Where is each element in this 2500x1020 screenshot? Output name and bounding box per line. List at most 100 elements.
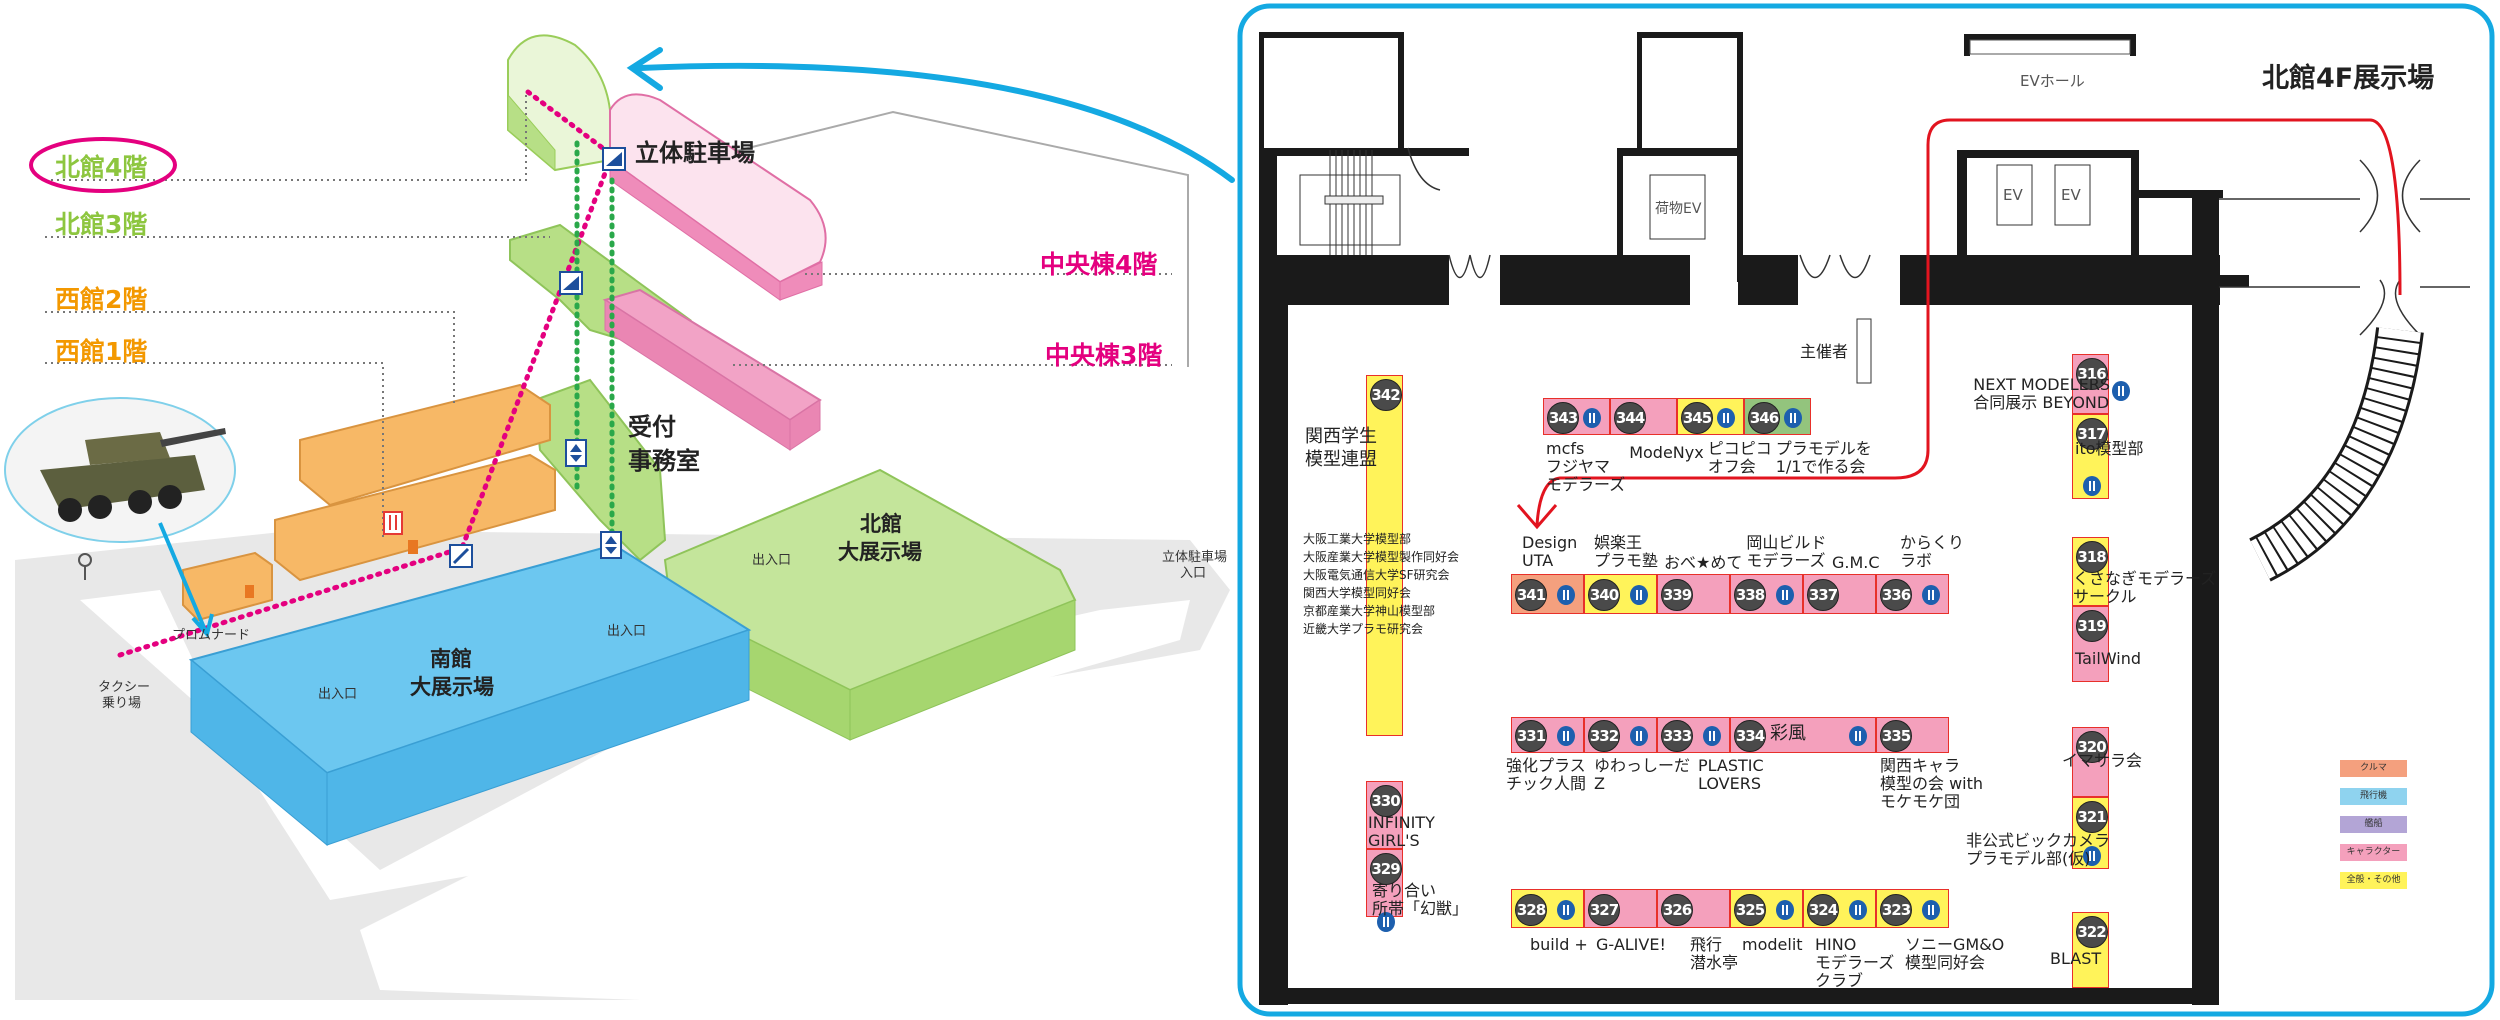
booth-number: 327 [1588, 893, 1620, 926]
booth-327[interactable]: 327 [1584, 889, 1657, 928]
floor-label-central-3f[interactable]: 中央棟3階 [1045, 341, 1163, 370]
booth-317[interactable]: 317 [2072, 414, 2109, 499]
booth-320[interactable]: 320 [2072, 727, 2109, 797]
booth-342[interactable]: 342 [1366, 375, 1403, 736]
booth-325[interactable]: 325 [1730, 889, 1803, 928]
booth-331[interactable]: 331 [1511, 717, 1584, 753]
booth-339[interactable]: 339 [1657, 574, 1730, 614]
booth-341[interactable]: 341 [1511, 574, 1584, 614]
booth-name-line: フジヤマ [1546, 457, 1611, 476]
booth-number: 344 [1614, 401, 1646, 434]
legend-item: 艦船 [2340, 816, 2407, 833]
booth-name-line: ModeNyx [1629, 443, 1704, 462]
booth-number: 323 [1880, 893, 1912, 926]
booth-number: 335 [1880, 720, 1912, 752]
taxi-label-2: 乗り場 [102, 696, 142, 711]
booth-number: 337 [1807, 579, 1839, 611]
floor-label-north-3f[interactable]: 北館3階 [55, 210, 148, 239]
booth-name-line: プラモデルを [1775, 439, 1872, 458]
south-hall-walls [190, 629, 750, 847]
booth-number: 333 [1661, 720, 1693, 752]
booth-336[interactable]: 336 [1876, 574, 1949, 614]
floor-label-central-4f[interactable]: 中央棟4階 [1040, 250, 1158, 279]
booth-name-line: PLASTIC [1698, 756, 1764, 775]
booth-name-line: オフ会 [1707, 457, 1756, 476]
booth-name: おべ★めて [1664, 554, 1742, 572]
route-green [574, 140, 615, 548]
blue-marker-icon [1376, 912, 1395, 932]
booth-332[interactable]: 332 [1584, 717, 1657, 753]
floor-label-west-2f[interactable]: 西館2階 [55, 285, 148, 314]
booth-328[interactable]: 328 [1511, 889, 1584, 928]
university-item: 大阪電気通信大学SF研究会 [1303, 568, 1450, 582]
booth-name-line: ラボ [1900, 551, 1933, 570]
legend-item: 飛行機 [2340, 788, 2407, 805]
booth-number: 328 [1515, 893, 1547, 926]
booth-344[interactable]: 344 [1610, 398, 1677, 435]
blue-marker-icon [1922, 585, 1940, 605]
floor-label-north-4f[interactable]: 北館4階 [55, 153, 148, 182]
booth-name: 彩風 [1770, 725, 1806, 743]
booth-345[interactable]: 345 [1677, 398, 1744, 435]
booth-337[interactable]: 337 [1803, 574, 1876, 614]
ev-label: EV [2003, 186, 2023, 204]
booth-330[interactable]: 330 [1366, 781, 1403, 849]
booth-number: 331 [1515, 720, 1547, 752]
booth-name-line: クラブ [1815, 971, 1864, 990]
organizer-desk [1856, 318, 1872, 384]
booth-name-line: チック人間 [1506, 774, 1587, 793]
booth-number: 318 [2075, 541, 2108, 573]
booth-number: 322 [2075, 916, 2108, 948]
reception-label-1: 受付 [628, 413, 676, 441]
booth-322[interactable]: 322 [2072, 912, 2109, 988]
booth-name-line: 娯楽王 [1594, 533, 1643, 552]
booth-333[interactable]: 333 [1657, 717, 1730, 753]
south-hall-label-1: 南館 [430, 647, 472, 671]
ev-hall-label: EVホール [2020, 72, 2085, 90]
floor-label-west-1f[interactable]: 西館1階 [55, 337, 148, 366]
booth-name: BLAST [2050, 950, 2101, 968]
booth-343[interactable]: 343 [1543, 398, 1610, 435]
booth-340[interactable]: 340 [1584, 574, 1657, 614]
booth-name-line: modelit [1742, 935, 1803, 954]
booth-name-line: Z [1594, 774, 1605, 793]
booth-name-line: 潜水亭 [1690, 953, 1739, 972]
booth-name-line: G-ALIVE! [1596, 935, 1666, 954]
route-magenta [117, 89, 616, 658]
central-3f-building [602, 288, 822, 422]
north-hall-label-1: 北館 [860, 512, 902, 536]
booth-323[interactable]: 323 [1876, 889, 1949, 928]
blue-marker-icon [1557, 899, 1575, 920]
blue-marker-icon [1630, 726, 1648, 746]
elevator-1 [1996, 164, 2033, 226]
booth-name-line: 強化プラス [1506, 756, 1586, 775]
north-hall-label-2: 大展示場 [838, 540, 922, 564]
north-4f-building [507, 34, 611, 172]
booth-name: TailWind [2075, 650, 2141, 668]
booth-316[interactable]: 316 [2072, 354, 2130, 414]
booth-319[interactable]: 319 [2072, 606, 2109, 682]
curved-staircase [2248, 327, 2424, 582]
university-item: 近畿大学プラモ研究会 [1303, 622, 1424, 636]
booth-346[interactable]: 346 [1744, 398, 1811, 435]
west-door [408, 540, 418, 554]
escalator-icon [449, 544, 473, 568]
booth-326[interactable]: 326 [1657, 889, 1730, 928]
ev-hall-counter [1969, 39, 2131, 55]
booth-335[interactable]: 335 [1876, 717, 1949, 753]
booth-name-line: NEXT MODELERS [1973, 375, 2110, 394]
central-4f-face [609, 159, 823, 301]
booth-321[interactable]: 321 [2072, 797, 2109, 869]
booth-number: 329 [1369, 853, 1402, 885]
booth-318[interactable]: 318 [2072, 537, 2109, 606]
booth-number: 340 [1588, 579, 1620, 611]
booth-334[interactable]: 334 [1730, 717, 1876, 753]
booth-324[interactable]: 324 [1803, 889, 1876, 928]
booth-329[interactable]: 329 [1366, 849, 1403, 932]
booth-name: 娯楽王プラモ塾 [1594, 534, 1658, 570]
booth-338[interactable]: 338 [1730, 574, 1803, 614]
